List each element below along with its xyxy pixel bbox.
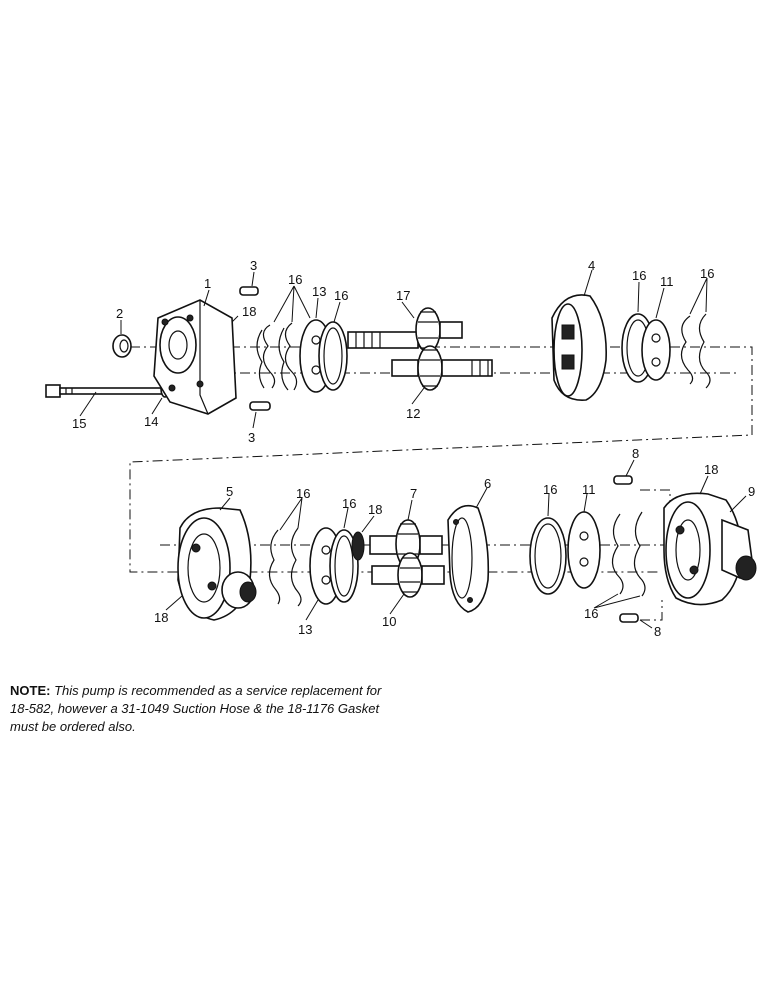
- part-2-seal: [112, 334, 132, 358]
- callout-4: 4: [588, 258, 595, 273]
- part-7-gear: [369, 519, 443, 569]
- part-1-front-housing: [153, 299, 237, 415]
- callout-13-top: 13: [312, 284, 326, 299]
- callout-16-bottom-left: 16: [296, 486, 310, 501]
- part-16-seals-bottom-right: [611, 511, 646, 597]
- callout-16-top-right-a: 16: [632, 268, 646, 283]
- callout-labels: 1 2 3 3 18 16 13 16 17 12 15 14 4 16 11 …: [72, 258, 755, 639]
- callout-6: 6: [484, 476, 491, 491]
- callout-18-bottom-c: 18: [154, 610, 168, 625]
- part-8-pins: [613, 475, 639, 623]
- callout-12: 12: [406, 406, 420, 421]
- part-11-wear-plate-top: [641, 319, 671, 381]
- callout-16-bottom-right-ring: 16: [543, 482, 557, 497]
- callout-5: 5: [226, 484, 233, 499]
- part-16-ring-bottom-right: [529, 517, 567, 595]
- part-16-ring-bottom: [329, 529, 359, 603]
- part-16-ring-top: [318, 321, 348, 391]
- callout-18-bottom-a: 18: [368, 502, 382, 517]
- part-3-dowel-pins: [239, 286, 271, 411]
- part-12-driven-gear: [391, 345, 493, 391]
- callout-16-bottom-mid: 16: [342, 496, 356, 511]
- leader-lines: [79, 269, 747, 629]
- callout-8-bottom: 8: [654, 624, 661, 639]
- callout-16-top-mid: 16: [334, 288, 348, 303]
- callout-1: 1: [204, 276, 211, 291]
- callout-9: 9: [748, 484, 755, 499]
- part-4-gear-housing: [551, 294, 607, 401]
- part-18-bearing: [351, 531, 365, 561]
- callout-18-top: 18: [242, 304, 256, 319]
- part-11-wear-plate-bottom: [567, 511, 601, 589]
- part-16-seals-top-left: [256, 322, 298, 391]
- callout-3-top: 3: [250, 258, 257, 273]
- callout-16-top-left: 16: [288, 272, 302, 287]
- part-5-rear-housing: [177, 507, 257, 621]
- callout-16-bottom-right: 16: [584, 606, 598, 621]
- callout-11-bottom: 11: [582, 482, 596, 497]
- callout-8-top: 8: [632, 446, 639, 461]
- note-text: This pump is recommended as a service re…: [10, 683, 382, 734]
- part-9-end-cover: [663, 492, 757, 606]
- callout-18-bottom-b: 18: [704, 462, 718, 477]
- part-10-gear: [371, 552, 445, 598]
- callout-11-top: 11: [660, 274, 674, 289]
- callout-17: 17: [396, 288, 410, 303]
- callout-2: 2: [116, 306, 123, 321]
- part-17-drive-gear: [347, 307, 463, 353]
- callout-7: 7: [410, 486, 417, 501]
- callout-14: 14: [144, 414, 158, 429]
- callout-3-bottom: 3: [248, 430, 255, 445]
- service-note: NOTE: This pump is recommended as a serv…: [10, 682, 390, 736]
- callout-10: 10: [382, 614, 396, 629]
- part-16-seals-top-right: [680, 313, 711, 389]
- note-label: NOTE:: [10, 683, 51, 698]
- callout-13-bottom: 13: [298, 622, 312, 637]
- part-16-seals-bottom-left: [268, 527, 302, 607]
- callout-15: 15: [72, 416, 86, 431]
- part-6-plate: [447, 504, 490, 613]
- callout-16-top-right-b: 16: [700, 266, 714, 281]
